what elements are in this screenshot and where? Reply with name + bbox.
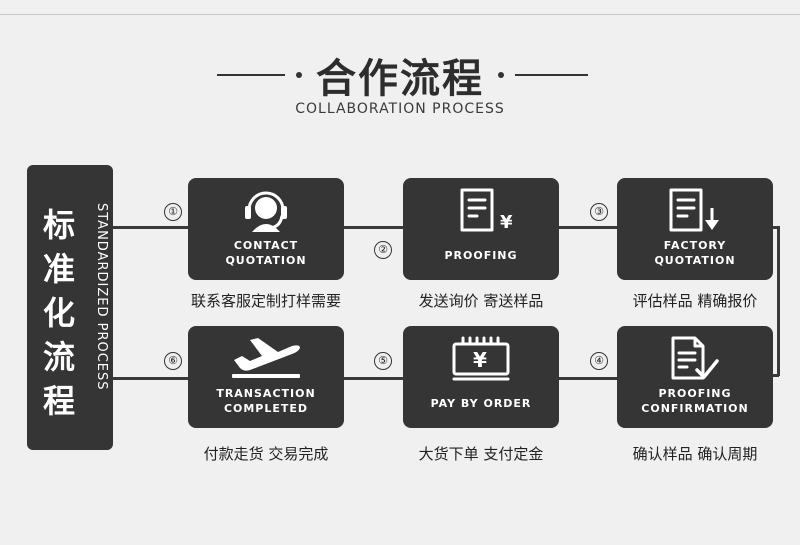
title-left-line bbox=[217, 74, 285, 76]
step-box-pay-by-order: ¥ PAY BY ORDER bbox=[403, 326, 559, 428]
step-label-line2: QUOTATION bbox=[225, 254, 307, 267]
title-right-line bbox=[515, 74, 588, 76]
payment-yen-icon: ¥ bbox=[403, 334, 559, 382]
step-caption-3: 评估样品 精确报价 bbox=[632, 292, 758, 310]
step-label-line1: CONTACT bbox=[233, 239, 299, 252]
page-subtitle: COLLABORATION PROCESS bbox=[295, 101, 505, 117]
step-number-6: ⑥ bbox=[164, 352, 182, 370]
connector-right-step4 bbox=[772, 374, 779, 377]
step-label-line1: PAY BY ORDER bbox=[430, 397, 532, 410]
step-box-proofing: ¥ PROOFING bbox=[403, 178, 559, 280]
step-label-line2: CONFIRMATION bbox=[641, 402, 749, 415]
title-left-dot bbox=[296, 72, 302, 78]
connector-step2-step3 bbox=[559, 226, 618, 229]
connector-step4-step5 bbox=[559, 377, 618, 380]
page-title: 合作流程 bbox=[316, 56, 484, 102]
standardized-process-panel: 标 准 化 流 程 STANDARDIZED PROCESS bbox=[27, 165, 113, 450]
connector-right-vertical bbox=[777, 226, 780, 376]
step-number-5: ⑤ bbox=[374, 352, 392, 370]
panel-char: 化 bbox=[42, 294, 75, 332]
step-label: FACTORY QUOTATION bbox=[621, 238, 769, 268]
step-box-factory-quotation: FACTORY QUOTATION bbox=[617, 178, 773, 280]
step-caption-4: 确认样品 确认周期 bbox=[632, 445, 758, 463]
document-check-icon bbox=[617, 334, 773, 382]
step-label-line1: TRANSACTION bbox=[216, 387, 316, 400]
step-number-4: ④ bbox=[590, 352, 608, 370]
step-caption-2: 发送询价 寄送样品 bbox=[418, 292, 544, 310]
panel-vertical-text: STANDARDIZED PROCESS bbox=[94, 203, 109, 391]
panel-char: 准 bbox=[42, 250, 75, 288]
step-label-line1: PROOFING bbox=[444, 249, 518, 262]
airplane-icon bbox=[188, 334, 344, 382]
svg-text:¥: ¥ bbox=[500, 212, 513, 233]
panel-char: 程 bbox=[42, 382, 75, 420]
step-label: CONTACT QUOTATION bbox=[192, 238, 340, 268]
svg-text:¥: ¥ bbox=[473, 348, 487, 372]
connector-step5-step6 bbox=[344, 377, 403, 380]
step-box-transaction-completed: TRANSACTION COMPLETED bbox=[188, 326, 344, 428]
headset-icon bbox=[188, 186, 344, 234]
step-label: PROOFING CONFIRMATION bbox=[621, 386, 769, 416]
step-box-contact-quotation: CONTACT QUOTATION bbox=[188, 178, 344, 280]
document-download-icon bbox=[617, 186, 773, 234]
connector-panel-step1 bbox=[113, 226, 188, 229]
document-yen-icon: ¥ bbox=[403, 186, 559, 234]
step-caption-1: 联系客服定制打样需要 bbox=[190, 292, 341, 310]
step-caption-6: 付款走货 交易完成 bbox=[203, 445, 329, 463]
header: 合作流程 COLLABORATION PROCESS bbox=[0, 44, 800, 117]
step-number-2: ② bbox=[374, 241, 392, 259]
step-label: PROOFING bbox=[407, 248, 555, 263]
step-label-line2: COMPLETED bbox=[223, 402, 309, 415]
title-right-dot bbox=[498, 72, 504, 78]
step-caption-5: 大货下单 支付定金 bbox=[418, 445, 544, 463]
top-divider bbox=[0, 14, 800, 15]
step-box-proofing-confirmation: PROOFING CONFIRMATION bbox=[617, 326, 773, 428]
step-number-3: ③ bbox=[590, 203, 608, 221]
panel-char: 流 bbox=[42, 338, 75, 376]
step-label: TRANSACTION COMPLETED bbox=[192, 386, 340, 416]
panel-char: 标 bbox=[42, 206, 75, 244]
step-label-line2: QUOTATION bbox=[654, 254, 736, 267]
step-number-1: ① bbox=[164, 203, 182, 221]
panel-chinese-title: 标 准 化 流 程 bbox=[37, 203, 81, 423]
step-label: PAY BY ORDER bbox=[407, 396, 555, 411]
step-label-line1: PROOFING bbox=[658, 387, 732, 400]
connector-step1-step2 bbox=[344, 226, 403, 229]
connector-step6-panel bbox=[113, 377, 188, 380]
step-label-line1: FACTORY bbox=[663, 239, 727, 252]
connector-step3-right bbox=[772, 226, 779, 229]
